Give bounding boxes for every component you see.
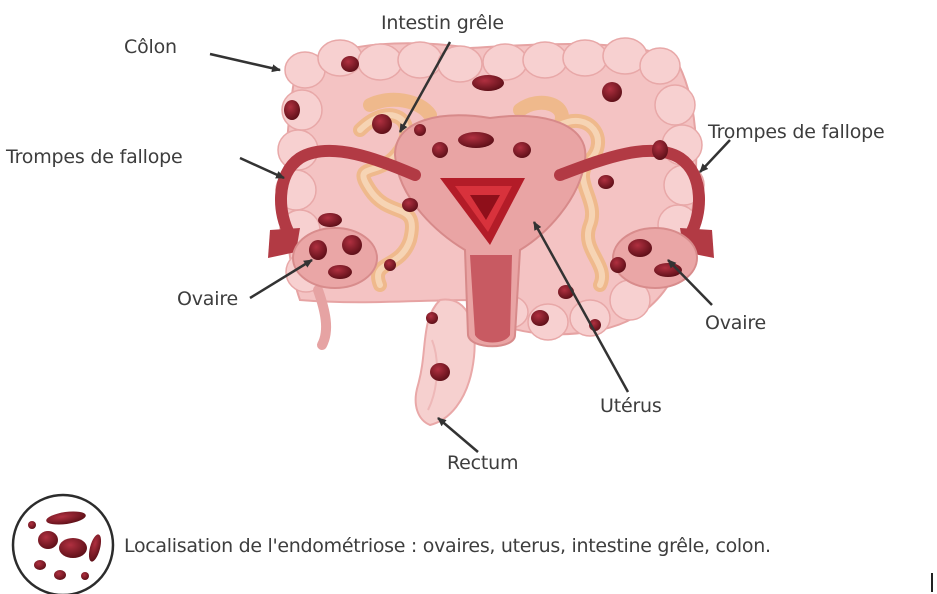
label-uterus: Utérus: [600, 395, 662, 417]
legend-text: Localisation de l'endométriose : ovaires…: [124, 535, 771, 557]
label-small-intestine: Intestin grêle: [381, 12, 504, 34]
label-fallopian-right: Trompes de fallope: [708, 121, 884, 143]
rectum: [416, 300, 475, 425]
arrow-fallopian-right: [700, 140, 730, 172]
label-ovary-left: Ovaire: [177, 288, 238, 310]
endometriosis-lesions-icon: [13, 495, 113, 594]
arrow-colon: [210, 54, 280, 70]
label-colon: Côlon: [124, 36, 177, 58]
label-fallopian-left: Trompes de fallope: [6, 146, 182, 168]
label-rectum: Rectum: [447, 452, 518, 474]
label-ovary-right: Ovaire: [705, 312, 766, 334]
text-cursor: [931, 573, 933, 592]
arrow-rectum: [438, 418, 478, 452]
arrow-fallopian-left: [240, 158, 284, 178]
